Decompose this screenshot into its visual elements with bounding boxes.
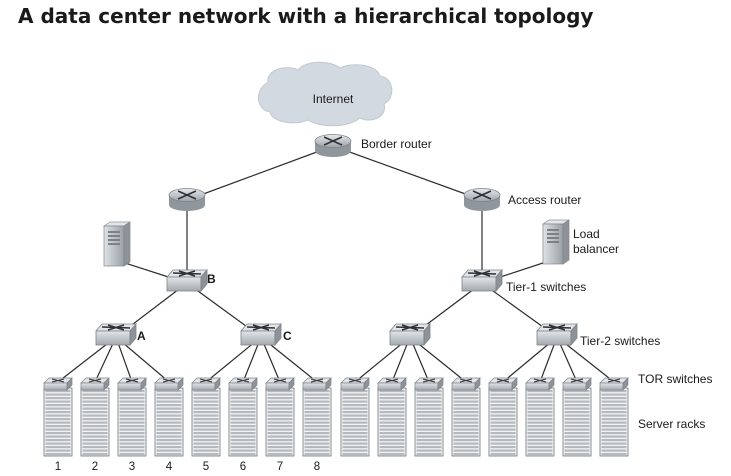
internet-label: Internet xyxy=(313,92,354,106)
tier1-switches-label: Tier-1 switches xyxy=(506,280,586,294)
server-rack-icon xyxy=(525,387,555,457)
server-rack-icon xyxy=(451,387,481,457)
server-icon xyxy=(102,221,132,267)
server-rack-icon xyxy=(562,387,592,457)
access-router-icon xyxy=(463,188,501,211)
tor-switch-icon xyxy=(488,377,518,391)
switch-c-icon xyxy=(240,322,282,347)
tor-switches-label: TOR switches xyxy=(638,372,712,386)
tor-switch-icon xyxy=(43,377,73,391)
load-balancer-icon xyxy=(541,219,571,265)
rack-number-label: 8 xyxy=(314,461,320,473)
tor-switch-icon xyxy=(154,377,184,391)
tor-switch-icon xyxy=(562,377,592,391)
server-racks-label: Server racks xyxy=(638,417,705,431)
diagram-title: A data center network with a hierarchica… xyxy=(18,4,594,28)
switch-b-icon xyxy=(166,268,208,293)
tor-switch-icon xyxy=(117,377,147,391)
server-rack-icon xyxy=(228,387,258,457)
server-rack-icon xyxy=(377,387,407,457)
server-rack-icon xyxy=(599,387,629,457)
tier2-switches-label: Tier-2 switches xyxy=(580,334,660,348)
switch-a-label: A xyxy=(137,329,146,343)
switch-b-label: B xyxy=(207,272,216,286)
server-rack-icon xyxy=(302,387,332,457)
server-rack-icon xyxy=(154,387,184,457)
tor-switch-icon xyxy=(377,377,407,391)
rack-number-label: 6 xyxy=(240,461,246,473)
rack-number-label: 7 xyxy=(277,461,283,473)
tier1-switch-icon xyxy=(461,268,503,293)
tor-switch-icon xyxy=(414,377,444,391)
link-border-to-router xyxy=(186,145,334,201)
border-router-icon xyxy=(314,134,352,157)
server-rack-icon xyxy=(80,387,110,457)
tor-switch-icon xyxy=(525,377,555,391)
router-icon xyxy=(168,188,206,211)
tor-switch-icon xyxy=(80,377,110,391)
internet-cloud-icon xyxy=(258,61,393,127)
server-rack-icon xyxy=(340,387,370,457)
tor-switch-icon xyxy=(451,377,481,391)
server-rack-icon xyxy=(191,387,221,457)
tier2-switch-right-icon xyxy=(536,322,578,347)
server-rack-icon xyxy=(43,387,73,457)
server-rack-icon xyxy=(117,387,147,457)
access-router-label: Access router xyxy=(508,193,581,207)
link-border-to-access-router xyxy=(332,145,483,201)
rack-number-label: 4 xyxy=(166,461,173,473)
switch-c-label: C xyxy=(283,329,292,343)
server-rack-icon xyxy=(488,387,518,457)
rack-number-label: 5 xyxy=(203,461,209,473)
border-router-label: Border router xyxy=(361,137,432,151)
tor-switch-icon xyxy=(265,377,295,391)
load-balancer-label-line1: Load xyxy=(573,227,600,241)
rack-number-label: 3 xyxy=(129,461,135,473)
tier2-switch-left-icon xyxy=(389,322,431,347)
server-rack-icon xyxy=(265,387,295,457)
rack-number-label: 1 xyxy=(55,461,61,473)
tor-switch-icon xyxy=(302,377,332,391)
network-links xyxy=(57,145,615,383)
tor-switch-icon xyxy=(599,377,629,391)
switch-a-icon xyxy=(95,322,137,347)
tor-switch-icon xyxy=(340,377,370,391)
rack-number-label: 2 xyxy=(92,461,98,473)
load-balancer-label-line2: balancer xyxy=(573,242,619,256)
tor-switch-icon xyxy=(228,377,258,391)
tor-switch-icon xyxy=(191,377,221,391)
server-rack-icon xyxy=(414,387,444,457)
